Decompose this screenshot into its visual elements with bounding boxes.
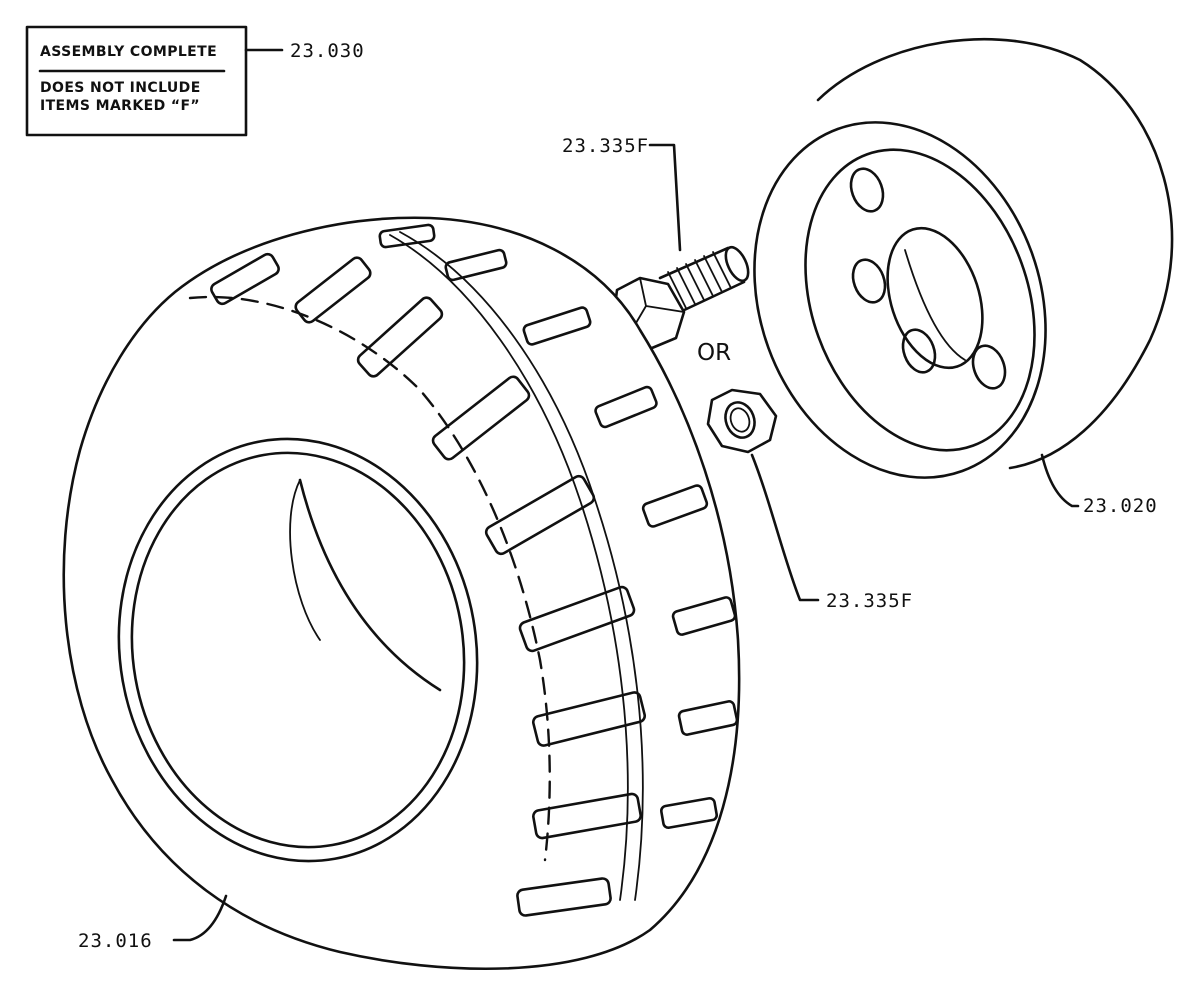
tread-lugs-right xyxy=(378,223,739,830)
tread-lug xyxy=(522,306,592,346)
tread-lug xyxy=(659,796,719,830)
hub-bolt-hole xyxy=(851,258,887,304)
tread-lug xyxy=(516,877,612,917)
tread-lug xyxy=(594,385,658,429)
nut-thread-hole xyxy=(724,401,756,439)
tire-bead-inner xyxy=(130,451,466,849)
hub-bolt-hole xyxy=(849,167,885,213)
hub-center-bore xyxy=(886,226,984,370)
bolt-threads xyxy=(667,251,732,309)
note-box-title: ASSEMBLY COMPLETE xyxy=(40,44,217,60)
tread-lug xyxy=(671,596,737,636)
hub-bolt-hole xyxy=(971,344,1007,390)
callout-assembly: 23.030 xyxy=(290,40,365,62)
callout-nut: 23.335F xyxy=(826,590,913,612)
tread-lugs-left xyxy=(210,252,647,917)
tread-lug xyxy=(210,252,280,306)
tread-lug xyxy=(444,248,508,282)
leader-nut xyxy=(750,453,820,602)
note-box-line-2: ITEMS MARKED “F” xyxy=(40,98,200,114)
leader-hub xyxy=(1040,453,1080,508)
hub-front-face xyxy=(753,121,1047,479)
hub-wheel: 23.020 xyxy=(753,37,1174,517)
or-label: OR xyxy=(697,340,731,366)
bolt-shank-outline xyxy=(658,246,746,314)
leader-bolt xyxy=(648,143,682,252)
tread-lug xyxy=(518,585,636,653)
lug-bolt: 23.335F xyxy=(562,135,750,350)
tread-lug xyxy=(431,375,531,461)
note-box-frame xyxy=(25,25,248,137)
tread-centerline-1 xyxy=(389,234,629,901)
tread-lug xyxy=(356,296,444,378)
leader-tire xyxy=(172,894,228,942)
tread-lug xyxy=(378,223,436,249)
bolt-shank-tip xyxy=(724,245,750,283)
lug-nut: 23.335F xyxy=(706,388,913,612)
callout-bolt: 23.335F xyxy=(562,135,649,157)
note-box-line-1: DOES NOT INCLUDE xyxy=(40,80,201,96)
tread-lug xyxy=(294,256,372,324)
tread-lug xyxy=(484,474,596,556)
nut-thread-inner xyxy=(729,407,751,433)
tire: 23.016 xyxy=(62,216,741,971)
tread-centerline-2 xyxy=(399,231,644,901)
hub-bolt-hole xyxy=(901,328,937,374)
callout-hub: 23.020 xyxy=(1083,495,1158,517)
note-box: ASSEMBLY COMPLETE DOES NOT INCLUDE ITEMS… xyxy=(25,25,365,137)
tread-lug xyxy=(641,484,709,528)
tread-lug xyxy=(677,700,739,736)
tire-bead-outer xyxy=(117,437,479,863)
tread-lug xyxy=(531,691,647,747)
hub-bore-depth xyxy=(904,249,966,361)
tire-inner-shadow-lower xyxy=(289,479,321,641)
tread-lug xyxy=(532,792,642,840)
callout-tire: 23.016 xyxy=(78,930,153,952)
nut-hex-body xyxy=(706,388,778,454)
hub-inner-ring xyxy=(804,148,1036,452)
tire-inner-shadow xyxy=(298,478,442,692)
hub-outer-cylinder xyxy=(816,37,1174,470)
